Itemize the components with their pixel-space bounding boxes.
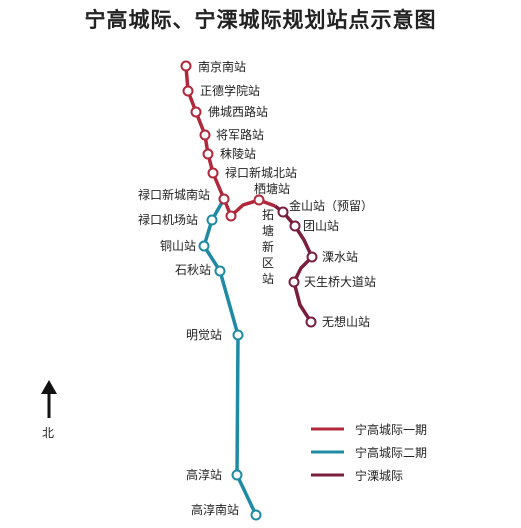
station-dot-moling xyxy=(202,148,214,160)
label-zhengde: 正德学院站 xyxy=(200,83,260,98)
label-wuxiang: 无想山站 xyxy=(322,314,370,329)
station-dot-tuotang xyxy=(225,210,237,222)
label-tiansheng: 天生桥大道站 xyxy=(304,275,376,289)
station-dot-lukou-north xyxy=(207,167,219,179)
label-lukou-north: 禄口新城北站 xyxy=(225,165,297,180)
label-airport: 禄口机场站 xyxy=(138,212,198,227)
map-title: 宁高城际、宁溧城际规划站点示意图 xyxy=(84,8,437,32)
label-tuotang: 拓塘新区站 xyxy=(262,208,274,286)
legend-label-phase2: 宁高城际二期 xyxy=(355,445,427,460)
label-qitang: 栖塘站 xyxy=(254,181,290,196)
station-dot-gaochun-south xyxy=(250,509,262,521)
north-arrow-icon xyxy=(41,380,57,418)
label-jiangjun: 将军路站 xyxy=(216,127,264,142)
label-nanjing-south: 南京南站 xyxy=(198,59,246,74)
station-dot-airport xyxy=(206,214,218,226)
label-lishui: 溧水站 xyxy=(322,250,358,264)
label-jinshan: 金山站（预留） xyxy=(289,198,373,213)
station-dot-mingjue xyxy=(232,329,244,341)
station-dot-zhengde xyxy=(182,85,194,97)
legend-label-ningli: 宁溧城际 xyxy=(355,468,403,483)
station-dot-jiangjun xyxy=(199,129,211,141)
label-tuanshan: 团山站 xyxy=(303,219,339,233)
legend-label-phase1: 宁高城际一期 xyxy=(355,422,427,437)
station-dot-tiansheng xyxy=(288,276,300,288)
label-focheng-west: 佛城西路站 xyxy=(208,104,268,119)
station-dot-gaochun xyxy=(231,469,243,481)
station-dot-lishui xyxy=(306,251,318,263)
legend: 宁高城际一期 宁高城际二期 宁溧城际 xyxy=(311,422,427,483)
label-gaochun: 高淳站 xyxy=(186,467,222,482)
station-dot-tongshan xyxy=(198,240,210,252)
label-moling: 秣陵站 xyxy=(220,147,256,161)
station-dot-focheng-west xyxy=(190,106,202,118)
station-dot-qitang xyxy=(253,194,265,206)
station-dot-tuanshan xyxy=(289,220,301,232)
label-gaochun-south: 高淳南站 xyxy=(191,502,239,517)
label-shiqiu: 石秋站 xyxy=(175,263,211,277)
label-tongshan: 铜山站 xyxy=(160,238,196,253)
station-dot-nanjing-south xyxy=(180,60,192,72)
label-mingjue: 明觉站 xyxy=(186,328,222,342)
label-lukou-south: 禄口新城南站 xyxy=(138,187,210,202)
station-dot-lukou-south xyxy=(218,193,230,205)
station-dot-jinshan xyxy=(277,206,289,218)
station-dot-shiqiu xyxy=(214,265,226,277)
station-dot-wuxiang xyxy=(305,316,317,328)
north-label: 北 xyxy=(42,426,54,440)
